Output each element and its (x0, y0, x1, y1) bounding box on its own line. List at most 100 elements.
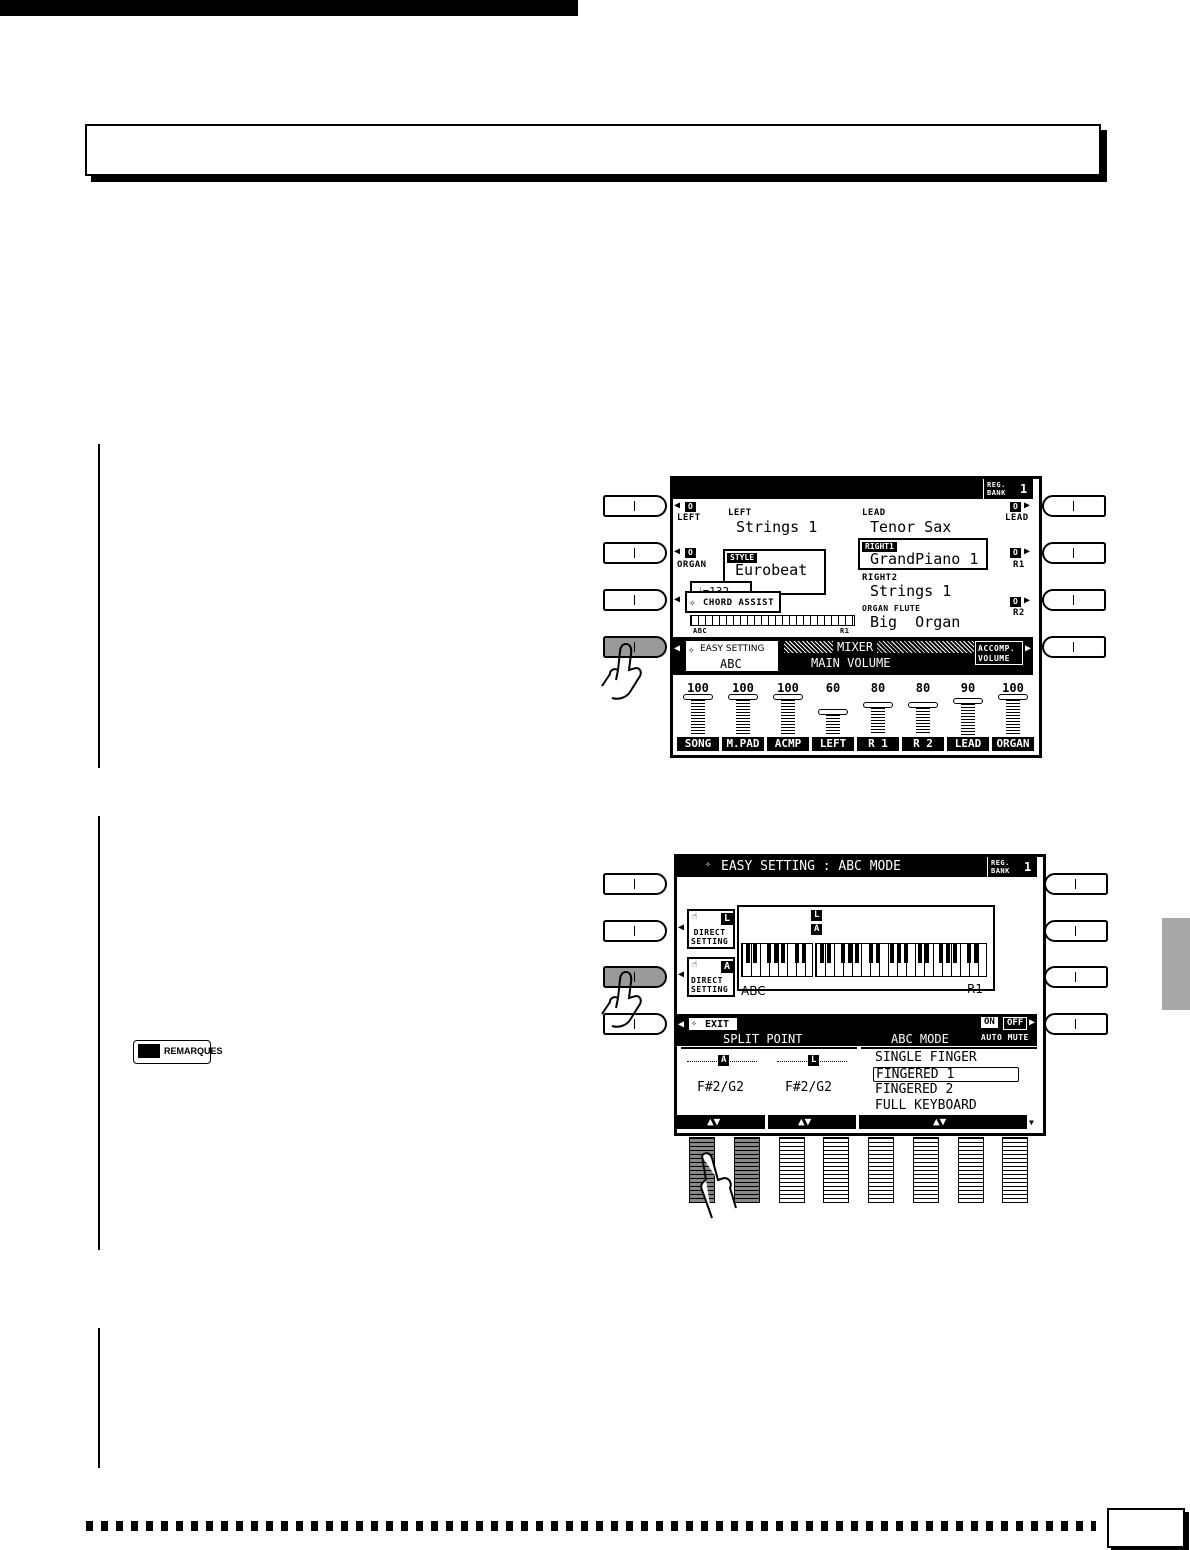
display-button-right-3[interactable] (1042, 589, 1106, 611)
arrow-left-icon: ◀ (674, 643, 681, 654)
left-part-tag: LEFT (728, 508, 752, 518)
slider-2[interactable] (734, 1137, 760, 1203)
fader-knob[interactable] (908, 701, 938, 708)
lcd-main-screen: REG. BANK 1 ◀ O LEFT ◀ O ORGAN ◀ LEFT St… (670, 476, 1042, 758)
display-button-right-1[interactable] (1042, 495, 1106, 517)
guitar-icon: ✧ (688, 643, 695, 656)
fader-value: 100 (732, 681, 754, 695)
fader-knob[interactable] (728, 694, 758, 700)
hand-pointer-icon: ☝ (692, 912, 698, 922)
display-button-right-2[interactable] (1042, 542, 1106, 564)
pressing-hand-icon (700, 1152, 737, 1219)
fader-label: M.PAD (722, 737, 764, 751)
right1-voice-name: GrandPiano 1 (870, 550, 979, 568)
left-voice-name[interactable]: Strings 1 (736, 518, 818, 536)
abc-mode-title: ABC MODE (891, 1032, 949, 1046)
organ-flute-voice[interactable]: Big Organ (870, 613, 961, 631)
lead-status: O (1010, 502, 1021, 512)
fader-knob[interactable] (683, 694, 713, 700)
display-button-right-3[interactable] (1044, 966, 1108, 988)
r2-side-label: R2 (1013, 608, 1025, 618)
abc-mode-arrows[interactable]: ▲▼ (859, 1115, 1027, 1129)
split-l-marker: L (721, 913, 734, 925)
display-button-right-4[interactable] (1044, 1013, 1108, 1035)
remarques-label: REMARQUES (164, 1046, 223, 1056)
slider-7[interactable] (958, 1137, 984, 1203)
display-button-left-2[interactable] (603, 542, 667, 564)
arrow-left-icon: ◀ (674, 594, 681, 605)
right2-voice-name[interactable]: Strings 1 (870, 582, 952, 600)
display-button-left-4[interactable] (603, 1013, 667, 1035)
mini-keyboard (690, 615, 855, 626)
chord-assist-button[interactable]: ✧ CHORD ASSIST (685, 591, 781, 613)
fader-label: R 2 (902, 737, 944, 751)
split-a-arrows[interactable]: ▲▼ (677, 1115, 765, 1129)
chord-assist-label: CHORD ASSIST (703, 598, 775, 608)
slider-8[interactable] (1002, 1137, 1028, 1203)
fader-scale (736, 697, 750, 735)
display-button-right-1[interactable] (1044, 873, 1108, 895)
abc-mode-option[interactable]: FINGERED 1 (873, 1067, 1019, 1082)
up-down-icon: ▲▼ (798, 1115, 812, 1128)
split-a-indicator[interactable]: A (718, 1055, 730, 1066)
kbd-marker-l: L (811, 910, 823, 921)
organ-side-label: ORGAN (677, 560, 707, 570)
guitar-icon: ✧ (689, 596, 696, 609)
slider-3[interactable] (779, 1137, 805, 1203)
split-l-indicator[interactable]: L (808, 1055, 820, 1066)
split-l-value: F#2/G2 (785, 1080, 832, 1095)
style-name: Eurobeat (735, 561, 808, 579)
auto-mute-off[interactable]: OFF (1003, 1017, 1028, 1030)
abc-mode-option[interactable]: SINGLE FINGER (875, 1050, 977, 1065)
fader-knob[interactable] (863, 701, 893, 708)
exit-label: EXIT (705, 1019, 730, 1030)
header-bar (0, 0, 578, 16)
display-button-left-3[interactable] (603, 589, 667, 611)
pressing-hand-icon (601, 643, 642, 700)
exit-button[interactable]: ✧ EXIT (687, 1016, 739, 1032)
accomp-volume-button[interactable]: ACCOMP. VOLUME (975, 641, 1023, 665)
arrow-right-icon: ▶ (1024, 500, 1031, 511)
direct-setting-split-a-button[interactable]: ☝ A DIRECT SETTING (687, 957, 735, 997)
section-title-box (85, 124, 1101, 176)
direct-setting-split-l-button[interactable]: ☝ L DIRECT SETTING (687, 909, 735, 949)
fader-label: ACMP (767, 737, 809, 751)
fader-knob[interactable] (998, 694, 1028, 700)
auto-mute-on[interactable]: ON (981, 1017, 998, 1028)
fader-value: 100 (687, 681, 709, 695)
fader-scale (871, 704, 885, 735)
slider-6[interactable] (913, 1137, 939, 1203)
display-button-right-4[interactable] (1042, 636, 1106, 658)
split-l-arrows[interactable]: ▲▼ (768, 1115, 856, 1129)
fader-label: LEAD (947, 737, 989, 751)
direct-setting-label: DIRECT SETTING (691, 976, 729, 994)
slider-5[interactable] (868, 1137, 894, 1203)
display-button-right-2[interactable] (1044, 920, 1108, 942)
fader-knob[interactable] (773, 694, 803, 700)
lead-voice-name[interactable]: Tenor Sax (870, 518, 952, 536)
arrow-left-icon: ◀ (674, 546, 681, 557)
right1-box[interactable]: RIGHT1 GrandPiano 1 (858, 538, 988, 570)
style-tag: STYLE (727, 553, 758, 563)
arrow-left-icon: ◀ (674, 500, 681, 511)
abc-mode-option[interactable]: FINGERED 2 (875, 1082, 954, 1097)
left-status: O (685, 502, 696, 512)
r1-status: O (1010, 548, 1021, 558)
easy-setting-button[interactable]: ✧ EASY SETTING ABC (684, 639, 780, 673)
fader-value: 80 (870, 681, 886, 695)
display-button-left-1[interactable] (603, 873, 667, 895)
abc-mode-option[interactable]: FULL KEYBOARD (875, 1098, 977, 1113)
display-button-left-2[interactable] (603, 920, 667, 942)
split-a-marker: A (721, 961, 734, 973)
guitar-icon: ✧ (691, 1018, 698, 1029)
kbd-left-label: ABC (693, 627, 708, 635)
slider-4[interactable] (823, 1137, 849, 1203)
easy-setting-title: EASY SETTING (700, 644, 765, 654)
fader-knob[interactable] (818, 709, 848, 716)
page-number-box (1107, 1508, 1185, 1548)
arrow-right-icon: ▶ (1024, 546, 1031, 557)
fader-knob[interactable] (953, 697, 983, 704)
accomp-volume-label: ACCOMP. VOLUME (978, 644, 1016, 663)
display-button-left-1[interactable] (603, 495, 667, 517)
auto-mute-label: AUTO MUTE (981, 1033, 1029, 1042)
